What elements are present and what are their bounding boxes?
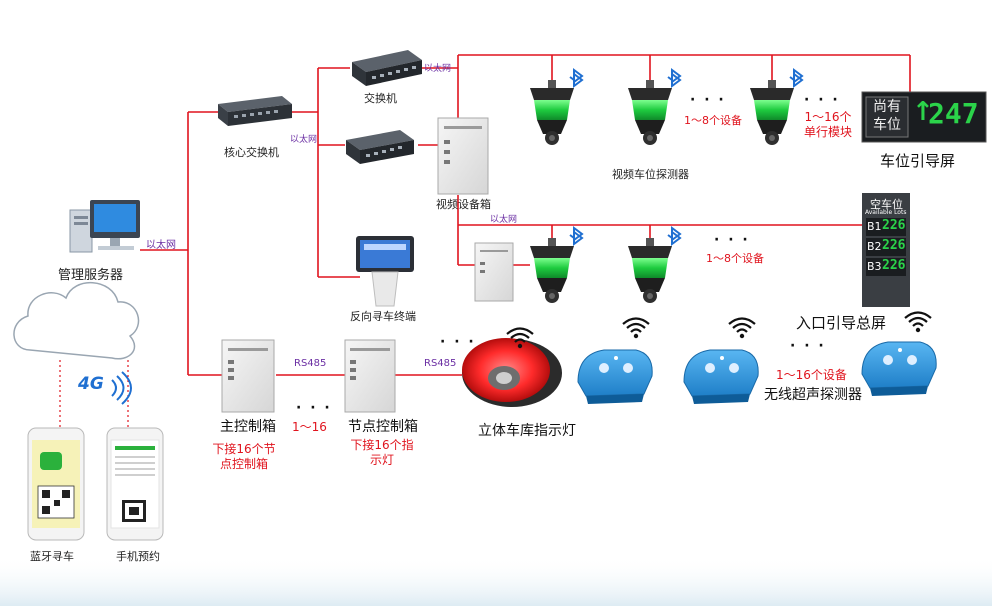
ellipsis-2: · · · — [804, 92, 840, 108]
modules-note: 1～16个单行模块 — [803, 110, 852, 139]
video-box-lower-icon — [474, 242, 514, 302]
kiosk-terminal-icon — [356, 236, 414, 307]
ultrasonic-detector-icon — [861, 341, 937, 396]
wifi-icon — [728, 317, 756, 339]
ellipsis-5: · · · — [440, 334, 476, 350]
cloud-icon — [13, 282, 140, 360]
management-server-label: 管理服务器 — [58, 268, 124, 283]
rs485-label-2: RS485 — [424, 358, 457, 369]
bluetooth-icon — [789, 68, 804, 88]
phone-wechat-icon — [27, 427, 85, 541]
phone-reservation-icon — [106, 427, 164, 541]
wifi-icon — [506, 327, 534, 349]
bluetooth-icon — [569, 68, 584, 88]
node-control-box-icon — [344, 339, 396, 413]
ellipsis-6: · · · — [790, 338, 826, 354]
entrance-subtitle: Available Lots — [865, 209, 907, 216]
rs485-label-1: RS485 — [294, 358, 327, 369]
ethernet-label-top: 以太网 — [424, 64, 452, 74]
video-detector-icon — [628, 80, 672, 145]
4g-signal-icon — [111, 371, 132, 405]
main-box-note: 下接16个节点控制箱 — [212, 442, 276, 471]
wifi-icon — [622, 317, 650, 339]
main-control-box-label: 主控制箱 — [220, 419, 276, 435]
ultrasonic-detector-icon — [577, 349, 653, 404]
bluetooth-search-label: 蓝牙寻车 — [30, 550, 74, 563]
node-box-note: 下接16个指示灯 — [350, 438, 414, 467]
bluetooth-icon — [667, 68, 682, 88]
4g-badge: 4G — [78, 374, 104, 394]
space-guide-screen-label: 车位引导屏 — [880, 152, 956, 170]
bluetooth-icon — [569, 226, 584, 246]
ethernet-label-core: 以太网 — [290, 135, 318, 145]
space-screen-value: 247 — [928, 97, 979, 130]
space-guide-screen — [861, 91, 987, 143]
ultrasonic-detector-label: 无线超声探测器 — [764, 387, 862, 403]
wifi-icons — [506, 311, 932, 349]
ellipsis-3: · · · — [714, 232, 750, 248]
devices-note-top: 1～8个设备 — [684, 114, 742, 127]
switch-label: 交换机 — [364, 92, 397, 105]
ultrasonic-detectors — [577, 341, 937, 404]
video-detector-icon — [628, 238, 672, 303]
entrance-title: 空车位 — [870, 198, 903, 211]
stereo-indicator-icon — [462, 338, 562, 407]
ellipsis-4: · · · — [296, 400, 332, 416]
video-detector-icon — [750, 80, 794, 145]
server-icon — [69, 200, 140, 253]
ethernet-label-server: 以太网 — [146, 240, 176, 251]
entrance-row-value: 226 — [882, 258, 906, 273]
devices-note-lower: 1～8个设备 — [706, 252, 764, 265]
space-screen-text: 尚有车位 — [873, 99, 901, 133]
entrance-row-value: 226 — [882, 218, 906, 233]
video-detector-label: 视频车位探测器 — [612, 168, 689, 181]
bluetooth-icon — [667, 226, 682, 246]
ultrasonic-detector-icon — [683, 349, 759, 404]
video-detectors — [530, 68, 804, 303]
ethernet-label-lower: 以太网 — [490, 215, 518, 225]
node-control-box-label: 节点控制箱 — [348, 419, 418, 435]
video-box-icon — [437, 117, 489, 195]
entrance-row-level: B1 — [867, 220, 882, 233]
video-box-label: 视频设备箱 — [436, 198, 491, 211]
entrance-row-level: B2 — [867, 240, 882, 253]
core-switch-icon — [218, 96, 292, 126]
video-detector-icon — [530, 238, 574, 303]
core-switch-label: 核心交换机 — [224, 146, 279, 159]
ellipsis-1: · · · — [690, 92, 726, 108]
devices-note-ultrasonic: 1～16个设备 — [776, 368, 847, 382]
background-floor — [0, 555, 992, 606]
stereo-indicator-label: 立体车库指示灯 — [478, 423, 576, 439]
video-detector-icon — [530, 80, 574, 145]
switch-middle-icon — [346, 130, 414, 164]
entrance-screen — [862, 193, 910, 307]
range-note: 1～16 — [292, 420, 327, 434]
reverse-terminal-label: 反向寻车终端 — [350, 310, 416, 323]
wifi-icon — [904, 311, 932, 333]
space-screen-arrow-icon: ↑ — [912, 97, 934, 127]
connection-lines — [140, 54, 911, 376]
entrance-row-value: 226 — [882, 238, 906, 253]
wireless-links — [59, 360, 129, 428]
main-control-box-icon — [221, 339, 275, 413]
switch-top-icon — [352, 50, 422, 86]
phone-reserve-label: 手机预约 — [116, 550, 160, 563]
entrance-screen-label: 入口引导总屏 — [796, 314, 887, 332]
entrance-row-level: B3 — [867, 260, 882, 273]
